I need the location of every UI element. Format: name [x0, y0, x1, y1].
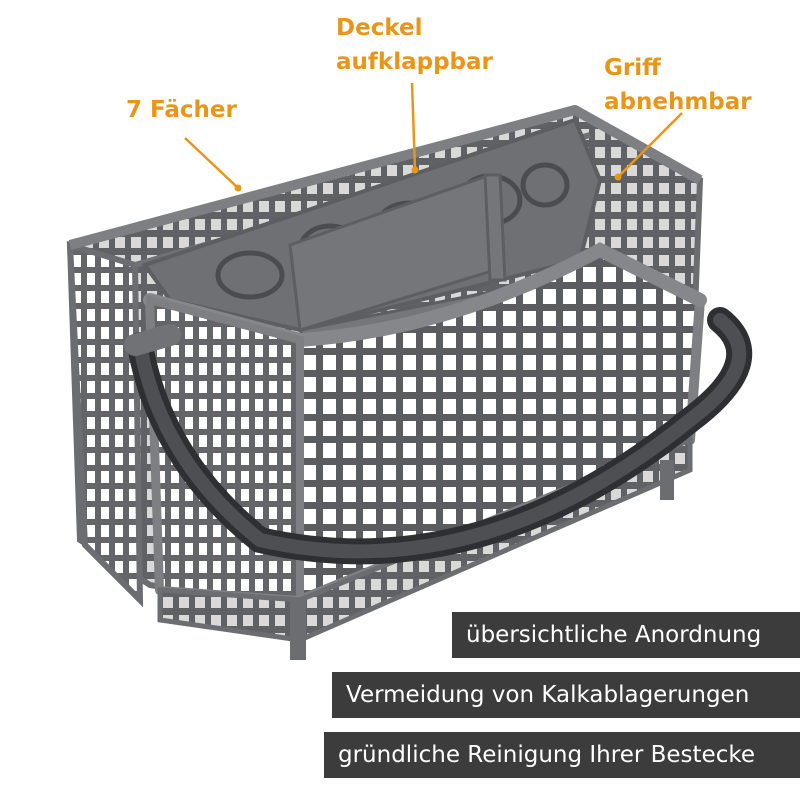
- callout-compartments: 7 Fächer: [126, 97, 237, 123]
- callout-lines: [184, 82, 683, 189]
- removable-handle: [124, 307, 753, 565]
- feature-badge-limescale: Vermeidung von Kalkablagerungen: [332, 672, 800, 718]
- feature-badge-clear-arrangement: übersichtliche Anordnung: [452, 612, 800, 658]
- callout-lid-subtitle: aufklappbar: [336, 49, 493, 75]
- callout-lid-title: Deckel: [336, 15, 423, 41]
- feature-badge-cleaning: gründliche Reinigung Ihrer Bestecke: [324, 732, 800, 778]
- callout-dots: [234, 166, 622, 192]
- callout-handle-subtitle: abnehmbar: [604, 89, 752, 115]
- front-basket: [143, 242, 707, 660]
- callout-handle-title: Griff: [604, 55, 661, 81]
